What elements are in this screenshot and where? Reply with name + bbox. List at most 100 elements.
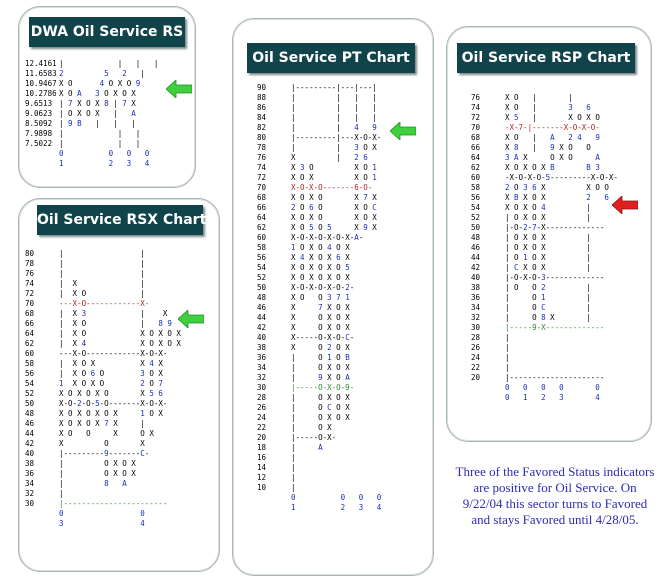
pf-row: 9.6513| 7 X O X 8 | 7 X bbox=[25, 99, 158, 109]
pf-row: 28| O X O X bbox=[257, 393, 381, 403]
pf-cells: ---X-O------------X- bbox=[59, 299, 150, 308]
pf-price-label: 52 bbox=[471, 213, 481, 222]
pf-cells: |-O-2-7-X------------- bbox=[505, 223, 605, 232]
pf-price-label: 50 bbox=[471, 223, 481, 232]
pf-price-label: 54 bbox=[25, 379, 35, 388]
pf-cells: | X 3 | X bbox=[59, 309, 168, 318]
pf-price-label: 42 bbox=[257, 323, 267, 332]
pf-price-label: 24 bbox=[471, 353, 481, 362]
pf-cells: | bbox=[291, 453, 296, 462]
pf-price-label: 32 bbox=[257, 373, 267, 382]
pf-price-label: 76 bbox=[471, 93, 481, 102]
pf-cells: ---X-O------------X-O-X- bbox=[59, 349, 168, 358]
pf-row: 7.5022| | | bbox=[25, 139, 158, 149]
pf-price-label: 44 bbox=[471, 253, 481, 262]
pf-row: 10| bbox=[257, 483, 381, 493]
pf-price-label: 28 bbox=[471, 333, 481, 342]
pf-cells: | X O | 8 9 bbox=[59, 319, 172, 328]
pf-row: 24| bbox=[471, 353, 618, 363]
pf-price-label: 64 bbox=[257, 213, 267, 222]
pf-row: 74| X | bbox=[25, 279, 181, 289]
pf-price-label: 44 bbox=[25, 429, 35, 438]
pf-cells: X O O X O X bbox=[59, 429, 154, 438]
pf-row: 84| | | | bbox=[257, 113, 381, 123]
pf-cells: X 3 O X O 1 bbox=[291, 163, 377, 172]
pf-price-label: 40 bbox=[257, 333, 267, 342]
pf-row: 34| 8 A bbox=[25, 479, 181, 489]
pf-cells: X O X O X O 5 bbox=[291, 263, 350, 272]
pf-cells: | X O | bbox=[59, 289, 145, 298]
pf-price-label: 12.4161 bbox=[25, 59, 57, 68]
pf-cells: | O C O X bbox=[291, 403, 350, 412]
pf-cells: X O X O X B B 3 bbox=[505, 163, 600, 172]
pf-price-label: 88 bbox=[257, 93, 267, 102]
pf-cells: X O | | bbox=[505, 93, 573, 102]
pf-price-label: 48 bbox=[471, 233, 481, 242]
pf-row: 24| O X O X bbox=[257, 413, 381, 423]
pf-cells: | bbox=[505, 343, 510, 352]
pf-price-label: 30 bbox=[257, 383, 267, 392]
pf-price-label: 10 bbox=[257, 483, 267, 492]
pf-price-label: 36 bbox=[25, 469, 35, 478]
pf-cells: | O 1 | bbox=[505, 293, 591, 302]
pf-price-label: 56 bbox=[257, 253, 267, 262]
pf-price-label: 46 bbox=[257, 303, 267, 312]
pf-cells: | bbox=[291, 463, 296, 472]
pf-price-label: 58 bbox=[257, 243, 267, 252]
pf-cells: | | | bbox=[59, 129, 141, 138]
pf-row: 12.4161| | | | bbox=[25, 59, 158, 69]
pf-row: 28| bbox=[471, 333, 618, 343]
pf-cells: X O A 3 O X O X bbox=[59, 89, 136, 98]
pf-price-label: 70 bbox=[25, 299, 35, 308]
pf-row: 20|-----O-X- bbox=[257, 433, 381, 443]
pf-cells: | A bbox=[291, 443, 323, 452]
pf-row: 58| X O X X 4 X bbox=[25, 359, 181, 369]
pf-price-label: 84 bbox=[257, 113, 267, 122]
pf-row: 52| O X O X | bbox=[471, 213, 618, 223]
pf-cells: 2 O 6 O X O C bbox=[291, 203, 377, 212]
pf-cells: | | | | bbox=[291, 93, 377, 102]
pf-row: 60 ---X-O------------X-O-X- bbox=[25, 349, 181, 359]
pf-cells: 2 5 2 | bbox=[59, 69, 145, 78]
pf-cells: | X O 6 O 3 O X bbox=[59, 369, 163, 378]
pf-row: 68| X 3 | X bbox=[25, 309, 181, 319]
pf-cells: X O | 3 6 bbox=[505, 103, 591, 112]
pf-cells: X | 2 6 bbox=[291, 153, 368, 162]
pf-year-footer: 0 1 2 3 4 bbox=[471, 393, 618, 403]
pf-cells: X 5 | X O X O bbox=[505, 113, 600, 122]
pf-price-label: 42 bbox=[471, 263, 481, 272]
pf-price-label: 70 bbox=[471, 123, 481, 132]
pf-cells: |--------------------- bbox=[505, 373, 605, 382]
pf-price-label: 50 bbox=[257, 283, 267, 292]
pf-price-label: 58 bbox=[471, 183, 481, 192]
pf-row: 62| X 4 X O X O X bbox=[25, 339, 181, 349]
pf-price-label: 60 bbox=[257, 233, 267, 242]
pf-cells: X B X O X 2 6 bbox=[505, 193, 609, 202]
pf-price-label: 34 bbox=[471, 303, 481, 312]
pf-row: 50 |-O-2-7-X------------- bbox=[471, 223, 618, 233]
pf-price-label: 80 bbox=[25, 249, 35, 258]
pf-row: 78| | 3 O X bbox=[257, 143, 381, 153]
rsx-title: Oil Service RSX Chart bbox=[37, 205, 206, 235]
pf-row: 66| X O | 8 9 bbox=[25, 319, 181, 329]
pf-row: 44 X O O X O X bbox=[25, 429, 181, 439]
pf-row: 86| | | | bbox=[257, 103, 381, 113]
pf-cells: | O O 2 | bbox=[505, 283, 591, 292]
pf-row: 16| bbox=[257, 453, 381, 463]
pf-cells: | bbox=[291, 473, 296, 482]
pf-price-label: 80 bbox=[257, 133, 267, 142]
pf-cells: | bbox=[59, 489, 64, 498]
pf-price-label: 34 bbox=[257, 363, 267, 372]
pf-price-label: 60 bbox=[25, 349, 35, 358]
pf-row: 22| O X bbox=[257, 423, 381, 433]
pf-price-label: 20 bbox=[257, 433, 267, 442]
rsx-green-arrow-icon bbox=[178, 310, 204, 328]
